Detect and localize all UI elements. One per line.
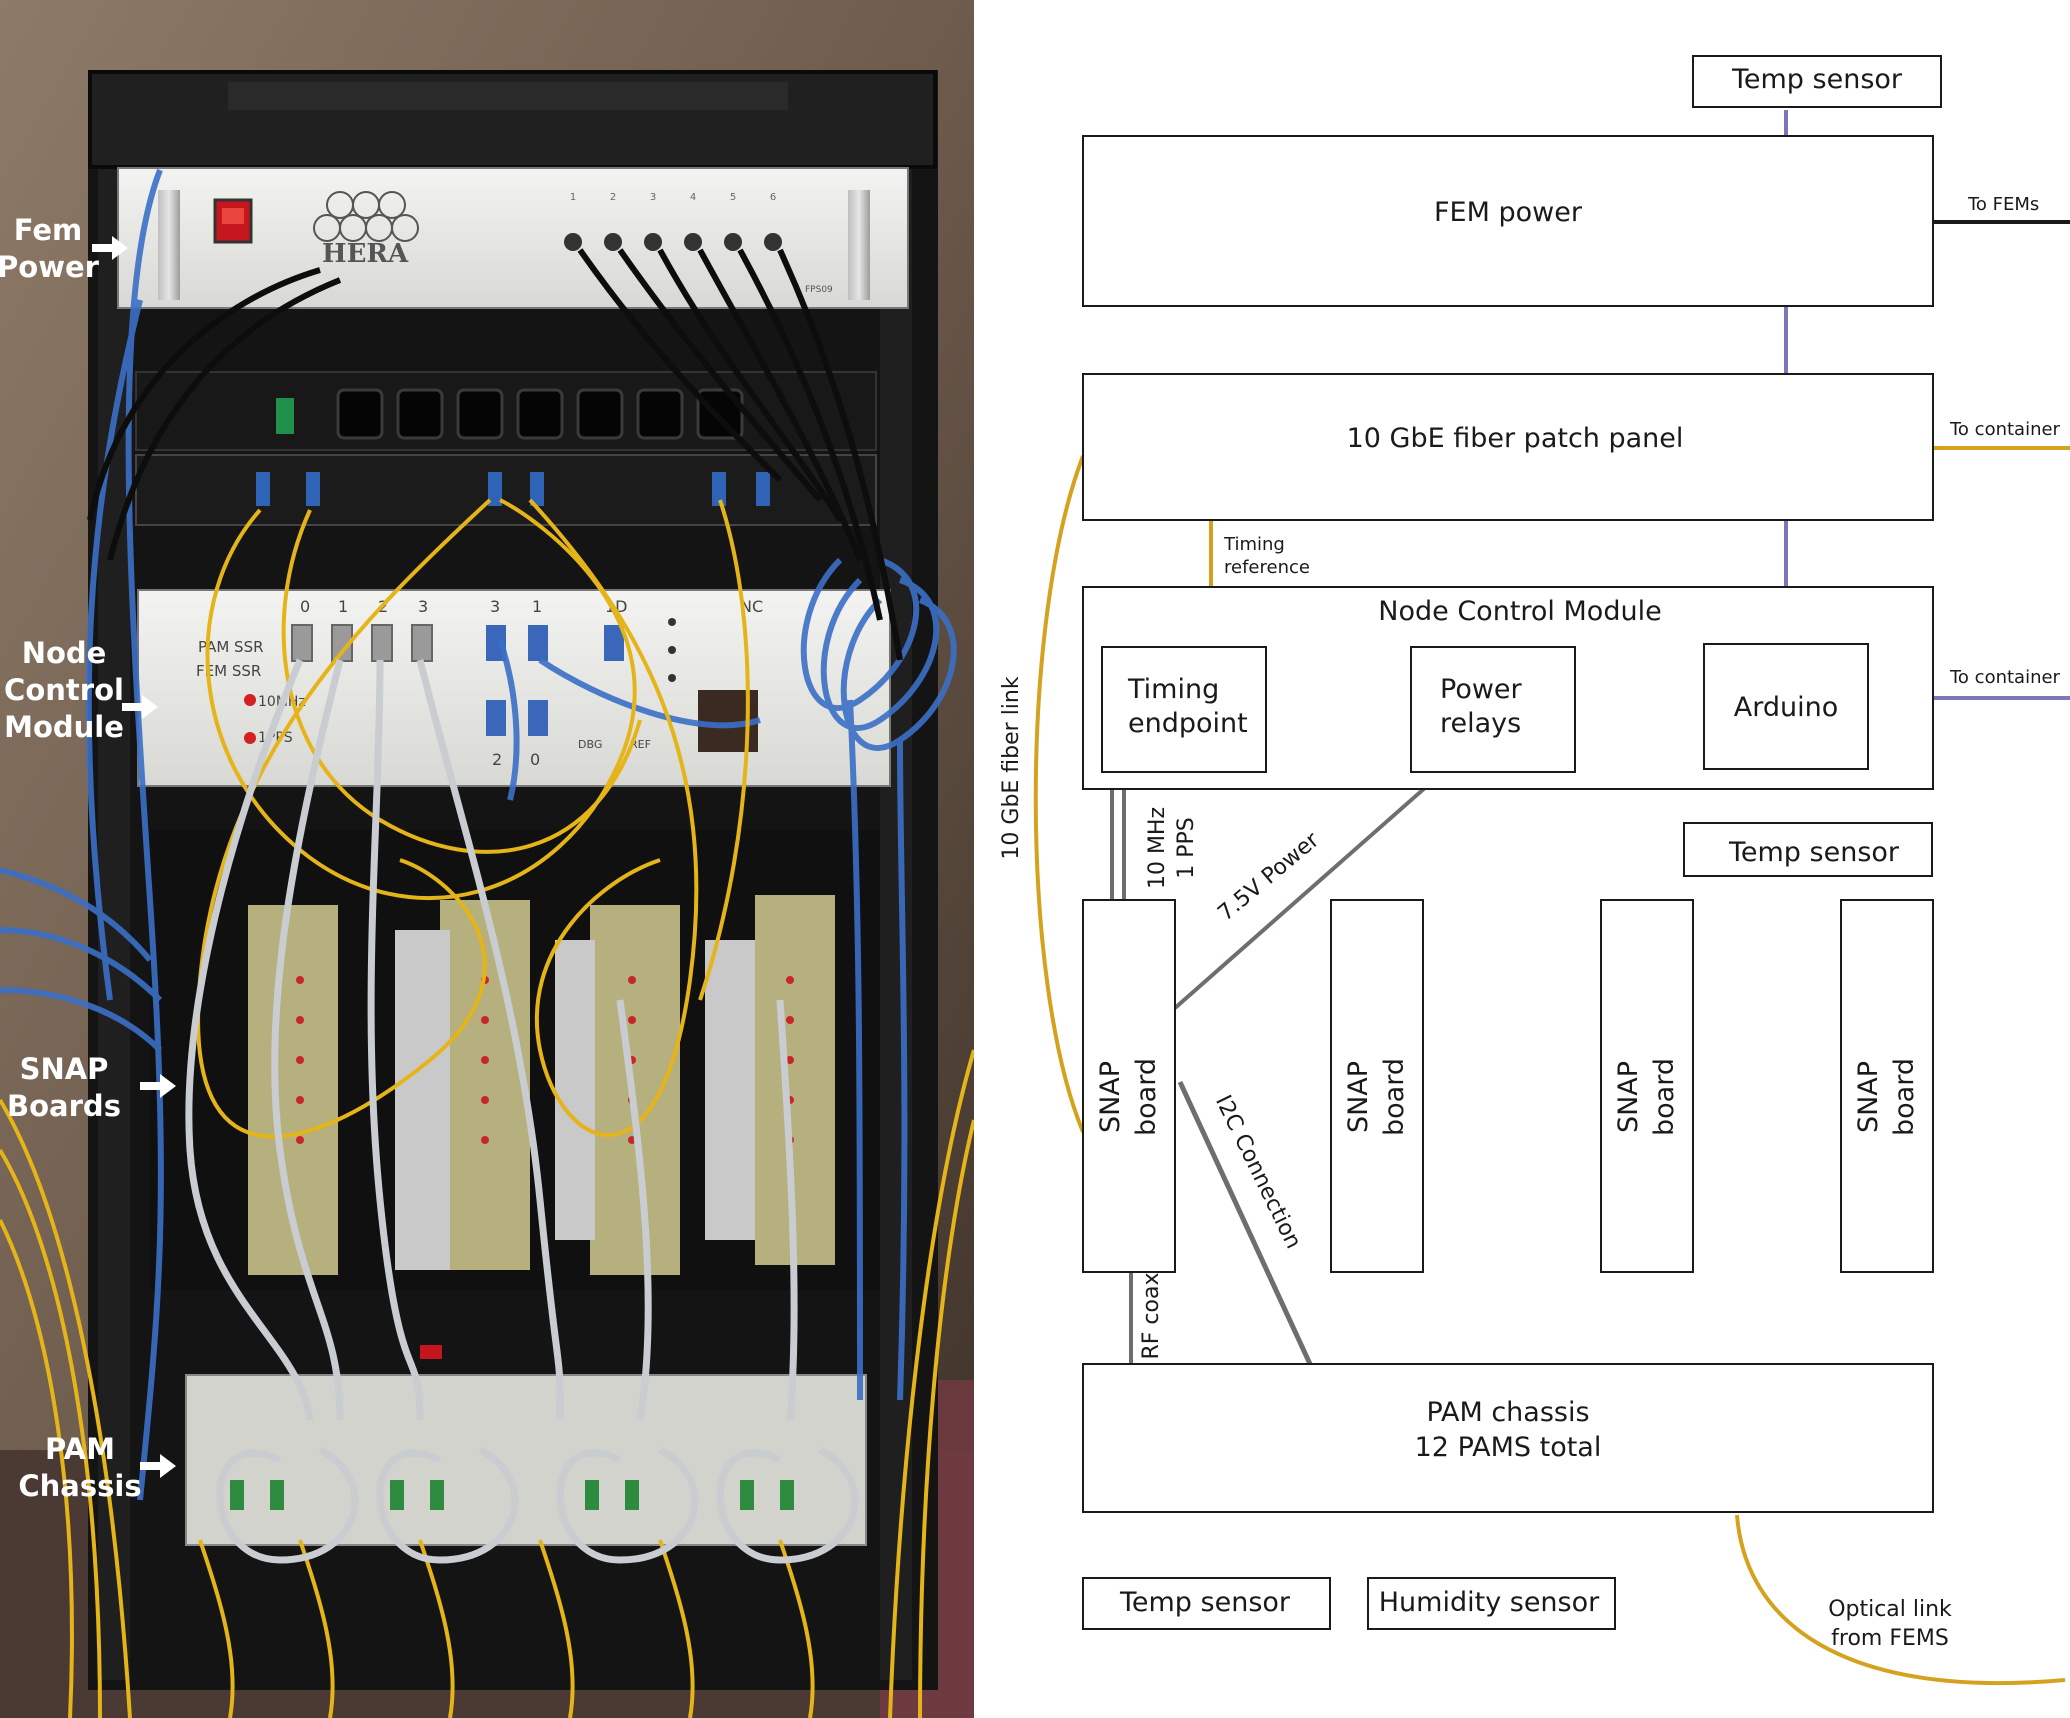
photo-ncm-dbg: DBG bbox=[578, 738, 602, 751]
photo-label-ncm-2: Control bbox=[4, 673, 124, 707]
pam-chassis-box bbox=[1082, 1363, 1934, 1513]
power-line bbox=[1173, 770, 1445, 1010]
snap-board-2-box bbox=[1330, 899, 1424, 1273]
photo-fem-ports bbox=[564, 233, 782, 251]
temp-sensor-mid-label: Temp sensor bbox=[1728, 837, 1900, 868]
snap-board-2-label-1: SNAP bbox=[1343, 1061, 1374, 1133]
pam-chassis-label-2: 12 PAMS total bbox=[1415, 1432, 1602, 1463]
photo-fps-label: FPS09 bbox=[805, 285, 833, 295]
optical-link-line bbox=[1735, 1514, 2066, 1686]
photo-label-snap-1: SNAP bbox=[20, 1052, 109, 1086]
temp-sensor-mid-box bbox=[1683, 822, 1933, 877]
photo-ncm-port-3: 3 bbox=[418, 597, 428, 616]
timing-endpoint-label-2: endpoint bbox=[1128, 708, 1248, 739]
photo-ncm-port-3b: 3 bbox=[490, 597, 500, 616]
photo-label-ncm-3: Module bbox=[4, 710, 124, 744]
photo-fem-port-6: 6 bbox=[770, 192, 776, 203]
photo-ncm-ref: REF bbox=[630, 738, 651, 751]
timing-endpoint-label-1: Timing bbox=[1127, 674, 1219, 705]
photo-arrows bbox=[92, 236, 176, 1478]
temp-sensor-top-label: Temp sensor bbox=[1731, 64, 1903, 95]
i2c-line bbox=[1177, 1080, 1313, 1366]
snap-board-3-label-1: SNAP bbox=[1613, 1061, 1644, 1133]
rack-photo: HERA 1 2 3 4 5 6 FPS09 bbox=[0, 0, 974, 1718]
optical-link-label-2: from FEMS bbox=[1831, 1626, 1949, 1651]
snap-board-1-label-2: board bbox=[1131, 1058, 1162, 1136]
photo-pam-chassis bbox=[185, 1374, 867, 1546]
photo-fem-port-5: 5 bbox=[730, 192, 736, 203]
fem-power-box bbox=[1082, 135, 1934, 307]
photo-blue-cables bbox=[0, 168, 957, 1501]
photo-pdu bbox=[135, 371, 877, 451]
snap-board-3-box bbox=[1600, 899, 1694, 1273]
pam-chassis-label-1: PAM chassis bbox=[1426, 1397, 1589, 1428]
snap-board-4-label-2: board bbox=[1889, 1058, 1920, 1136]
photo-hera-logo bbox=[313, 191, 419, 242]
photo-yellow-fibers bbox=[0, 498, 974, 1718]
fiber-link-line bbox=[1033, 455, 1085, 1133]
photo-ncm-port-0: 0 bbox=[300, 597, 310, 616]
photo-label-pam-2: Chassis bbox=[18, 1469, 141, 1503]
photo-label-ncm-1: Node bbox=[22, 636, 107, 670]
photo-fem-port-4: 4 bbox=[690, 192, 696, 203]
power-relays-box bbox=[1410, 646, 1576, 773]
photo-label-fem-2: Power bbox=[0, 250, 100, 284]
snap-board-3-label-2: board bbox=[1649, 1058, 1680, 1136]
photo-ncm-port-nc: NC bbox=[740, 597, 763, 616]
photo-ncm-port-1b: 1 bbox=[532, 597, 542, 616]
photo-label-pam-1: PAM bbox=[45, 1432, 115, 1466]
photo-ncm-femssr: FEM SSR bbox=[196, 662, 261, 680]
temp-sensor-top-box bbox=[1692, 55, 1942, 108]
to-fems-label: To FEMs bbox=[1967, 194, 2039, 215]
patch-panel-label: 10 GbE fiber patch panel bbox=[1347, 423, 1684, 454]
optical-link-label-1: Optical link bbox=[1828, 1597, 1952, 1622]
arduino-label: Arduino bbox=[1734, 692, 1838, 723]
clock-label-2: 1 PPS bbox=[1174, 817, 1199, 879]
power-relays-label-1: Power bbox=[1440, 674, 1523, 705]
photo-ncm-pamssr: PAM SSR bbox=[198, 638, 264, 656]
to-container-ncm-label: To container bbox=[1949, 667, 2061, 688]
photo-label-snap-2: Boards bbox=[7, 1089, 121, 1123]
snap-board-1-box bbox=[1082, 899, 1176, 1273]
photo-label-fem-1: Fem bbox=[14, 213, 83, 247]
patch-panel-box bbox=[1082, 373, 1934, 521]
arduino-box bbox=[1703, 643, 1869, 770]
photo-fem-port-3: 3 bbox=[650, 192, 656, 203]
photo-pdu-sockets bbox=[336, 388, 744, 440]
block-diagram: Temp sensor FEM power 10 GbE fiber patch… bbox=[974, 0, 2070, 1718]
fem-power-label: FEM power bbox=[1434, 197, 1583, 228]
humidity-sensor-box bbox=[1367, 1577, 1616, 1630]
clock-label-1: 10 MHz bbox=[1145, 807, 1170, 889]
photo-ncm-port-1: 1 bbox=[338, 597, 348, 616]
snap-board-4-box bbox=[1840, 899, 1934, 1273]
humidity-sensor-label: Humidity sensor bbox=[1379, 1587, 1600, 1618]
photo-ncm-port-b2: 2 bbox=[492, 750, 502, 769]
photo-ncm-port-b0: 0 bbox=[530, 750, 540, 769]
snap-board-2-label-2: board bbox=[1379, 1058, 1410, 1136]
power-relays-label-2: relays bbox=[1440, 708, 1521, 739]
photo-fem-port-2: 2 bbox=[610, 192, 616, 203]
photo-fem-port-1: 1 bbox=[570, 192, 576, 203]
rf-coax-label: RF coax bbox=[1139, 1273, 1164, 1360]
ncm-label: Node Control Module bbox=[1378, 596, 1661, 627]
timing-reference-label-1: Timing bbox=[1223, 534, 1285, 555]
photo-grey-coax bbox=[185, 658, 859, 1564]
temp-sensor-bottom-label: Temp sensor bbox=[1119, 1587, 1291, 1618]
fiber-link-label: 10 GbE fiber link bbox=[999, 676, 1024, 859]
timing-reference-label-2: reference bbox=[1224, 557, 1310, 578]
timing-endpoint-box bbox=[1101, 646, 1267, 773]
temp-sensor-bottom-box bbox=[1082, 1577, 1331, 1630]
snap-board-4-label-1: SNAP bbox=[1853, 1061, 1884, 1133]
snap-board-1-label-1: SNAP bbox=[1095, 1061, 1126, 1133]
photo-black-cables bbox=[87, 248, 903, 661]
photo-hera-text: HERA bbox=[322, 239, 409, 269]
to-container-fiber-label: To container bbox=[1949, 419, 2061, 440]
